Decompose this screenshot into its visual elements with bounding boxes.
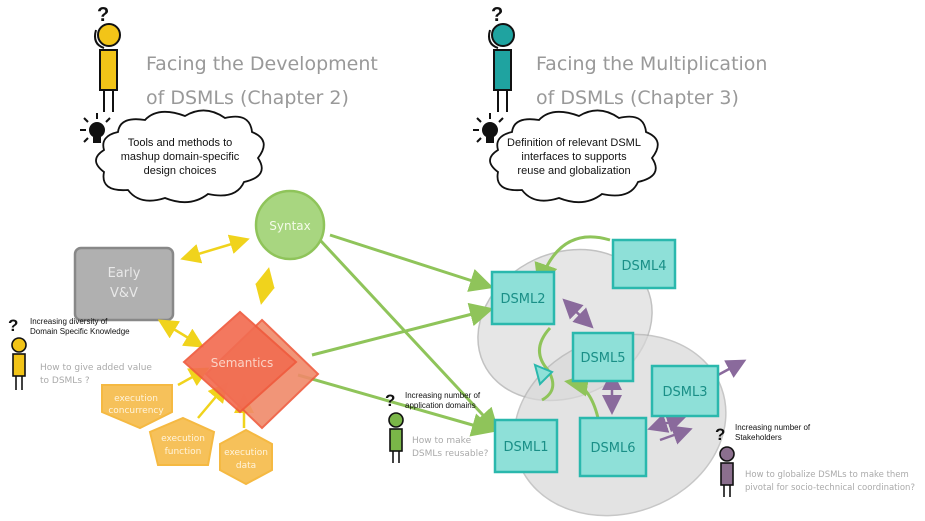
cloud-2: Definition of relevant DSML interfaces t…: [489, 109, 659, 204]
cloud-2-line1: Definition of relevant DSML: [507, 137, 641, 149]
dsml6-label: DSML6: [591, 441, 636, 456]
challenge-2-title-line1: Facing the Multiplication: [536, 53, 767, 75]
question-mark: ?: [385, 391, 395, 410]
syntax-to-dsml2-arrow: [329, 233, 494, 292]
stakeholder-1-question-line2: to DSMLs ?: [40, 376, 90, 386]
stakeholder-1-heading-line1: Increasing diversity of: [30, 317, 108, 326]
thinking-figure-yellow-icon: ?: [94, 4, 121, 112]
dsml6-to-dsml5-arrow: [564, 372, 600, 419]
exec-function-node: execution function: [148, 416, 216, 466]
challenge-2-title-line2: of DSMLs (Chapter 3): [536, 87, 739, 109]
cloud-1-line2: mashup domain-specific: [121, 151, 240, 163]
exec-concurrency-line2: concurrency: [108, 406, 164, 416]
thinking-figure-teal-icon: ?: [488, 4, 515, 112]
exec-data-line1: execution: [224, 448, 268, 458]
vv-syntax-arrow: [180, 234, 250, 264]
semantics-label: Semantics: [211, 356, 274, 370]
vv-semantics-arrow: [157, 319, 205, 348]
dsml4-box: DSML4: [611, 238, 677, 290]
early-vv-label-line1: Early: [108, 266, 141, 281]
semantics-to-dsml2-arrow: [311, 302, 494, 357]
stakeholder-1-question-line1: How to give added value: [40, 363, 152, 373]
syntax-label: Syntax: [269, 219, 310, 233]
semantics-node: Semantics: [182, 310, 320, 430]
dsml1-label: DSML1: [504, 440, 549, 455]
stakeholder-figure-yellow-icon: ?: [8, 316, 27, 390]
stakeholder-3-heading-line2: Stakeholders: [735, 433, 782, 442]
connector-triangle: [533, 363, 554, 386]
dsml5-box: DSML5: [571, 331, 635, 383]
dsml6-box: DSML6: [578, 416, 648, 478]
lightbulb-icon: [473, 113, 504, 143]
stakeholder-2-heading-line2: application domains: [405, 401, 476, 410]
stakeholder-figure-purple-icon: ?: [715, 425, 735, 497]
dsml6-dsml3-arrow-2: [659, 425, 693, 445]
dsml2-box: DSML2: [490, 270, 556, 326]
early-vv-node: Early V&V: [73, 246, 175, 322]
dsml6-dsml3-arrow: [647, 413, 687, 433]
exec-data-line2: data: [236, 461, 256, 471]
exec-data-node: execution data: [219, 428, 273, 486]
exec-concurrency-line1: execution: [114, 394, 158, 404]
cloud-2-line3: reuse and globalization: [517, 165, 630, 177]
cloud-1-line3: design choices: [144, 165, 217, 177]
syntax-node: Syntax: [254, 189, 326, 261]
dsml3-label: DSML3: [663, 385, 708, 400]
dsml4-label: DSML4: [622, 259, 667, 274]
syntax-to-dsml1-arrow: [318, 238, 500, 433]
stakeholder-figure-green-icon: ?: [385, 391, 404, 463]
semantics-to-dsml1-arrow: [297, 373, 496, 437]
question-mark: ?: [8, 316, 18, 335]
dsml2-dsml5-arrow: [562, 298, 594, 329]
stakeholder-3-question-line2: pivotal for socio-technical coordination…: [745, 483, 915, 493]
challenge-1-title-line1: Facing the Development: [146, 53, 378, 75]
exec-function-line2: function: [165, 447, 202, 457]
dsml5-label: DSML5: [581, 351, 626, 366]
question-mark: ?: [97, 4, 109, 26]
cloud-2-line2: interfaces to supports: [521, 151, 627, 163]
question-mark: ?: [491, 4, 503, 26]
challenge-1-title-line2: of DSMLs (Chapter 2): [146, 87, 349, 109]
cloud-1-line1: Tools and methods to: [128, 137, 233, 149]
exec-function-line1: execution: [161, 434, 205, 444]
dsml1-box: DSML1: [493, 418, 559, 474]
syntax-semantics-arrow: [255, 267, 275, 305]
stakeholder-3-heading-line1: Increasing number of: [735, 423, 811, 432]
stakeholder-2-question-line2: DSMLs reusable?: [412, 449, 489, 459]
stakeholder-2-question-line1: How to make: [412, 436, 472, 446]
dsml3-box: DSML3: [650, 364, 720, 418]
dsml2-label: DSML2: [501, 292, 546, 307]
stakeholder-2-heading-line1: Increasing number of: [405, 391, 481, 400]
exec-concurrency-node: execution concurrency: [101, 384, 173, 430]
lightbulb-icon: [80, 113, 111, 143]
question-mark: ?: [715, 425, 725, 444]
stakeholder-3-question-line1: How to globalize DSMLs to make them: [745, 470, 909, 480]
cloud-1: Tools and methods to mashup domain-speci…: [95, 109, 265, 204]
dsml3-out-arrow: [717, 359, 747, 378]
stakeholder-1-heading-line2: Domain Specific Knowledge: [30, 327, 130, 336]
early-vv-label-line2: V&V: [110, 286, 138, 301]
